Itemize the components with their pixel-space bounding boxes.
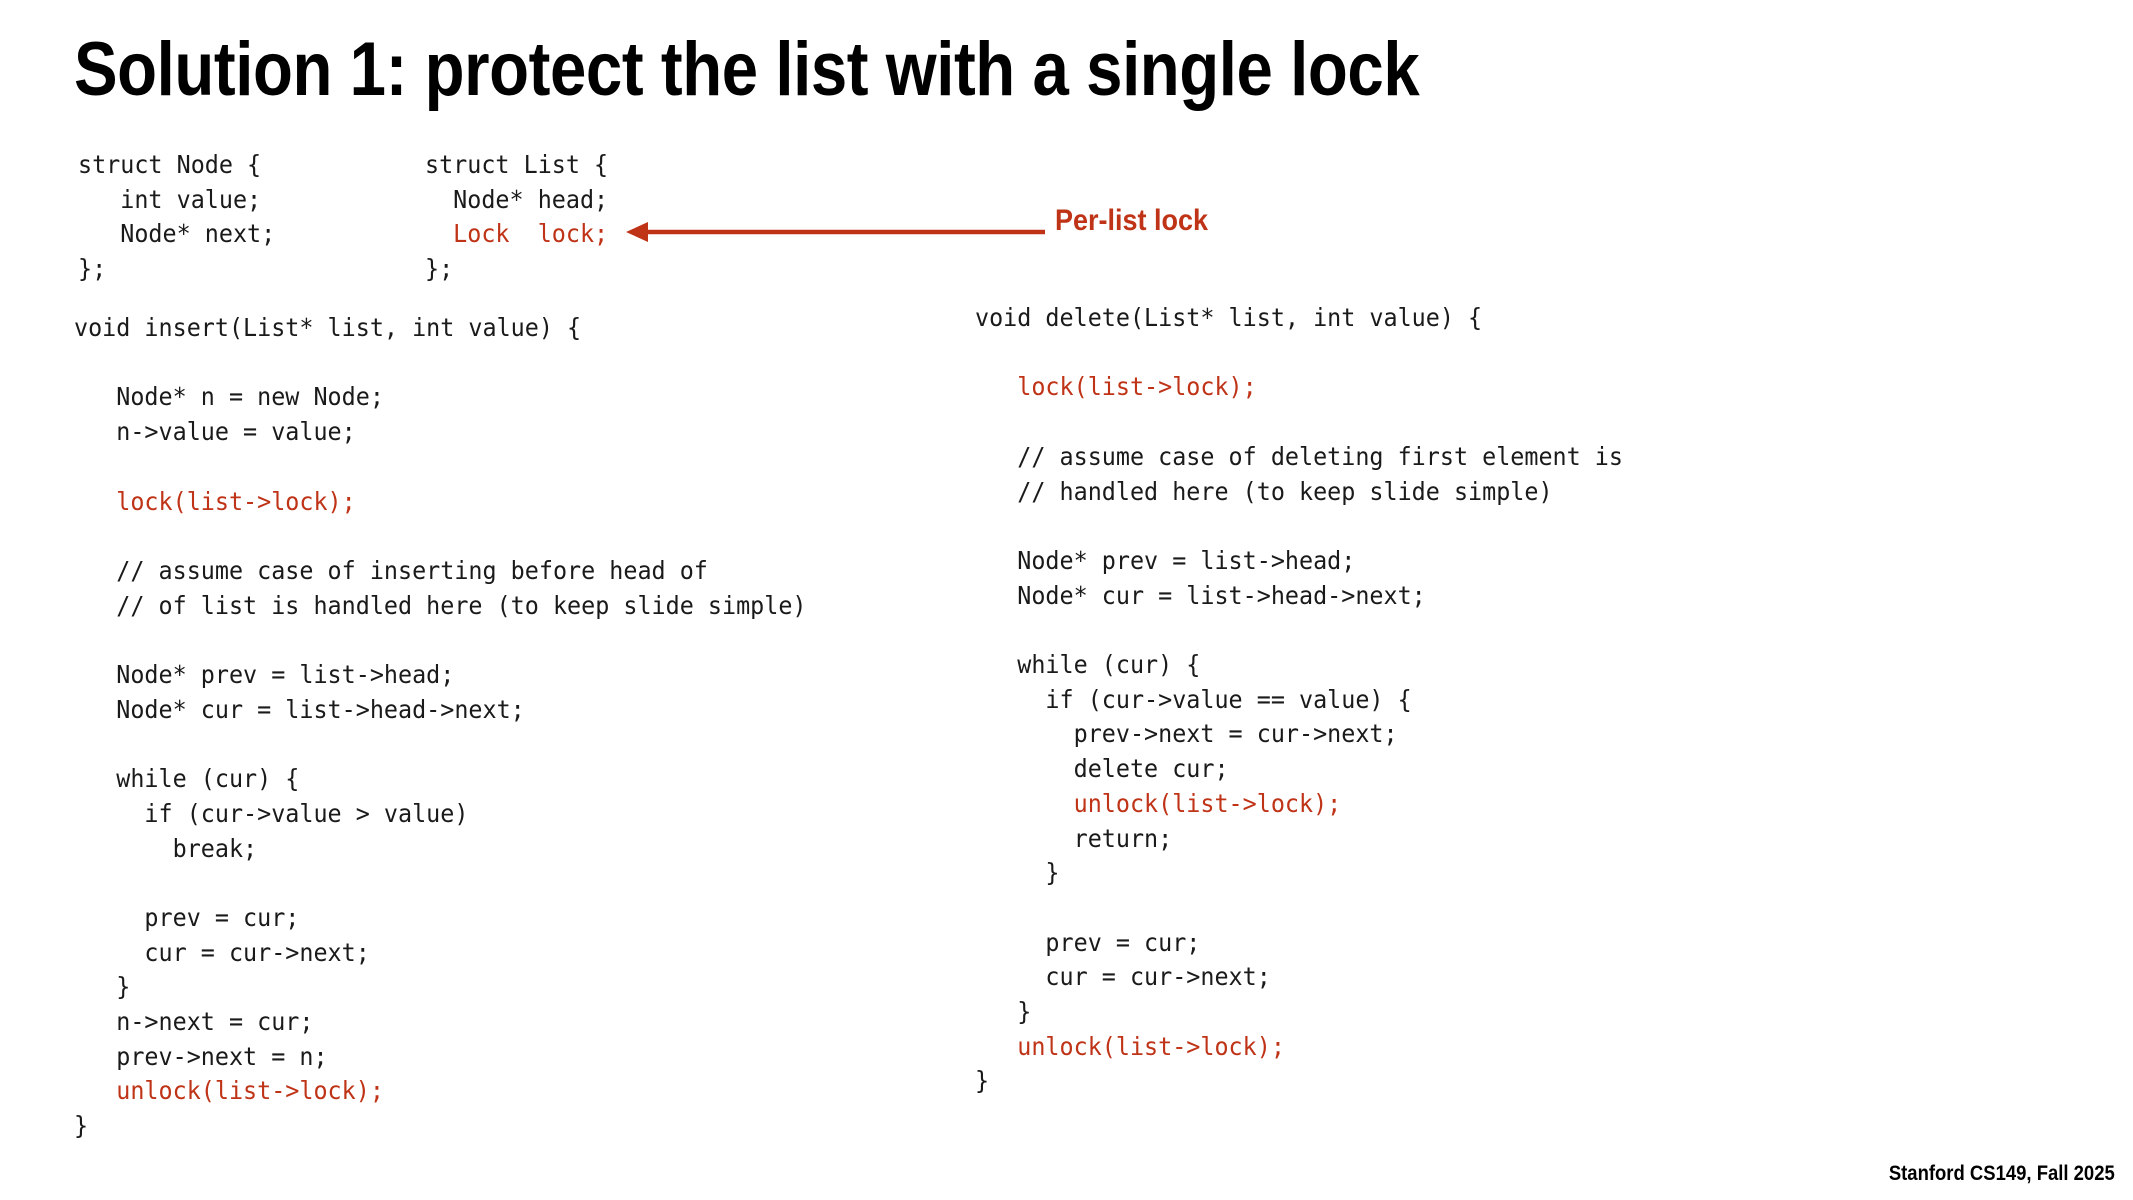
delete-line	[975, 891, 1623, 926]
delete-line: unlock(list->lock);	[975, 788, 1342, 818]
delete-line: // handled here (to keep slide simple)	[975, 476, 1553, 506]
insert-line	[74, 866, 806, 901]
delete-line: while (cur) {	[975, 650, 1201, 680]
insert-line	[74, 727, 806, 762]
insert-line: n->next = cur;	[74, 1007, 314, 1037]
insert-line: }	[74, 972, 131, 1002]
delete-line	[975, 509, 1623, 544]
per-list-lock-label: Per-list lock	[1055, 204, 1209, 237]
struct-list-line: struct List {	[425, 150, 609, 179]
delete-line: cur = cur->next;	[975, 962, 1271, 992]
insert-line: break;	[74, 833, 258, 863]
delete-line: prev = cur;	[975, 927, 1201, 957]
delete-line: // assume case of deleting first element…	[975, 441, 1623, 471]
insert-line: if (cur->value > value)	[74, 798, 469, 828]
insert-line: }	[74, 1111, 89, 1141]
insert-line: prev->next = n;	[74, 1041, 328, 1071]
insert-line: // of list is handled here (to keep slid…	[74, 590, 807, 620]
code-block-insert-function: void insert(List* list, int value) { Nod…	[74, 311, 806, 1144]
insert-line: lock(list->lock);	[74, 486, 356, 516]
struct-node-line: int value;	[78, 184, 262, 214]
insert-line: n->value = value;	[74, 417, 356, 447]
code-block-struct-list: struct List { Node* head; Lock lock;};	[425, 148, 608, 287]
insert-line: Node* n = new Node;	[74, 382, 384, 412]
insert-line	[74, 346, 806, 381]
delete-line: }	[975, 997, 1032, 1027]
delete-line: }	[975, 1066, 990, 1096]
page-title: Solution 1: protect the list with a sing…	[74, 27, 1420, 112]
insert-line: // assume case of inserting before head …	[74, 555, 708, 585]
delete-line	[975, 405, 1623, 440]
insert-line: void insert(List* list, int value) {	[74, 313, 582, 342]
delete-line	[975, 336, 1623, 371]
delete-line: }	[975, 858, 1060, 888]
delete-line: unlock(list->lock);	[975, 1031, 1285, 1061]
delete-line: return;	[975, 823, 1173, 853]
delete-line: Node* prev = list->head;	[975, 545, 1356, 575]
insert-line: while (cur) {	[74, 764, 300, 794]
struct-list-line: Node* head;	[425, 184, 609, 214]
delete-line: delete cur;	[975, 754, 1229, 784]
delete-line: prev->next = cur->next;	[975, 719, 1398, 749]
code-block-delete-function: void delete(List* list, int value) { loc…	[975, 301, 1623, 1099]
delete-line	[975, 613, 1623, 648]
struct-list-line: Lock lock;	[425, 219, 609, 249]
insert-line	[74, 450, 806, 485]
insert-line	[74, 519, 806, 554]
delete-line: Node* cur = list->head->next;	[975, 580, 1426, 610]
struct-node-line: struct Node {	[78, 150, 262, 179]
struct-node-line: Node* next;	[78, 219, 276, 249]
insert-line	[74, 623, 806, 658]
struct-list-line: };	[425, 254, 454, 284]
struct-node-line: };	[78, 254, 107, 284]
footer-attribution: Stanford CS149, Fall 2025	[1889, 1162, 2115, 1185]
delete-line: if (cur->value == value) {	[975, 684, 1412, 714]
delete-line: void delete(List* list, int value) {	[975, 303, 1483, 332]
insert-line: Node* cur = list->head->next;	[74, 694, 525, 724]
left-arrow-icon	[626, 222, 1045, 242]
insert-line: cur = cur->next;	[74, 937, 370, 967]
insert-line: Node* prev = list->head;	[74, 660, 455, 690]
insert-line: prev = cur;	[74, 902, 300, 932]
delete-line: lock(list->lock);	[975, 372, 1257, 402]
insert-line: unlock(list->lock);	[74, 1076, 384, 1106]
code-block-struct-node: struct Node { int value; Node* next;};	[78, 148, 275, 287]
